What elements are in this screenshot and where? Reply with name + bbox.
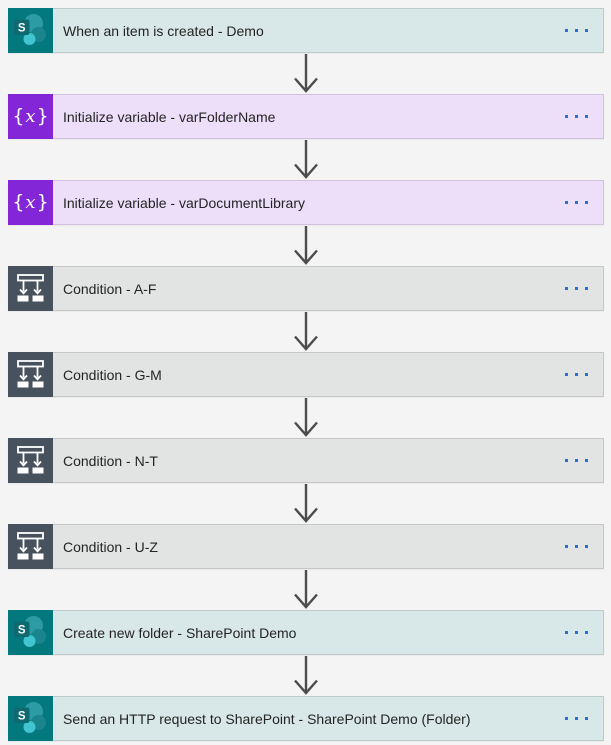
sharepoint-icon: S (8, 8, 53, 53)
flow-step[interactable]: S Create new folder - SharePoint Demo (8, 610, 604, 655)
step-title: Condition - A-F (63, 281, 157, 297)
flow-step[interactable]: {x} Initialize variable - varFolderName (8, 94, 604, 139)
condition-icon (8, 352, 53, 397)
connector-arrow (8, 483, 604, 524)
flow-step[interactable]: Condition - G-M (8, 352, 604, 397)
step-bar: Condition - A-F (53, 267, 603, 310)
connector-arrow (8, 53, 604, 94)
step-menu-button[interactable] (563, 540, 590, 553)
ellipsis-icon (565, 459, 588, 462)
step-menu-button[interactable] (563, 24, 590, 37)
step-bar: Initialize variable - varDocumentLibrary (53, 181, 603, 224)
step-bar: When an item is created - Demo (53, 9, 603, 52)
step-menu-button[interactable] (563, 282, 590, 295)
condition-icon (8, 438, 53, 483)
step-title: Create new folder - SharePoint Demo (63, 625, 297, 641)
step-title: Initialize variable - varDocumentLibrary (63, 195, 305, 211)
flow-step[interactable]: S Send an HTTP request to SharePoint - Sh… (8, 696, 604, 741)
flow-step[interactable]: {x} Initialize variable - varDocumentLibr… (8, 180, 604, 225)
ellipsis-icon (565, 287, 588, 290)
variable-glyph: {x} (12, 191, 49, 213)
svg-text:S: S (18, 711, 26, 723)
sharepoint-icon: S (8, 696, 53, 741)
step-title: Condition - G-M (63, 367, 162, 383)
svg-text:S: S (18, 23, 26, 35)
flow-step[interactable]: Condition - U-Z (8, 524, 604, 569)
ellipsis-icon (565, 29, 588, 32)
variable-glyph: {x} (12, 105, 49, 127)
connector-arrow (8, 139, 604, 180)
connector-arrow (8, 397, 604, 438)
step-menu-button[interactable] (563, 712, 590, 725)
ellipsis-icon (565, 717, 588, 720)
connector-arrow (8, 225, 604, 266)
ellipsis-icon (565, 545, 588, 548)
step-bar: Condition - U-Z (53, 525, 603, 568)
flow-step[interactable]: Condition - A-F (8, 266, 604, 311)
step-title: Condition - U-Z (63, 539, 158, 555)
step-menu-button[interactable] (563, 368, 590, 381)
variable-icon: {x} (8, 94, 53, 139)
step-bar: Condition - N-T (53, 439, 603, 482)
condition-icon (8, 524, 53, 569)
flow-step[interactable]: S When an item is created - Demo (8, 8, 604, 53)
flow-step[interactable]: Condition - N-T (8, 438, 604, 483)
step-title: Condition - N-T (63, 453, 158, 469)
ellipsis-icon (565, 201, 588, 204)
step-bar: Create new folder - SharePoint Demo (53, 611, 603, 654)
ellipsis-icon (565, 631, 588, 634)
variable-icon: {x} (8, 180, 53, 225)
step-menu-button[interactable] (563, 626, 590, 639)
connector-arrow (8, 655, 604, 696)
step-bar: Send an HTTP request to SharePoint - Sha… (53, 697, 603, 740)
connector-arrow (8, 311, 604, 352)
step-bar: Initialize variable - varFolderName (53, 95, 603, 138)
step-title: When an item is created - Demo (63, 23, 264, 39)
ellipsis-icon (565, 373, 588, 376)
step-menu-button[interactable] (563, 110, 590, 123)
step-title: Initialize variable - varFolderName (63, 109, 276, 125)
step-bar: Condition - G-M (53, 353, 603, 396)
ellipsis-icon (565, 115, 588, 118)
connector-arrow (8, 569, 604, 610)
step-title: Send an HTTP request to SharePoint - Sha… (63, 711, 471, 727)
step-menu-button[interactable] (563, 196, 590, 209)
sharepoint-icon: S (8, 610, 53, 655)
svg-text:S: S (18, 625, 26, 637)
step-menu-button[interactable] (563, 454, 590, 467)
condition-icon (8, 266, 53, 311)
